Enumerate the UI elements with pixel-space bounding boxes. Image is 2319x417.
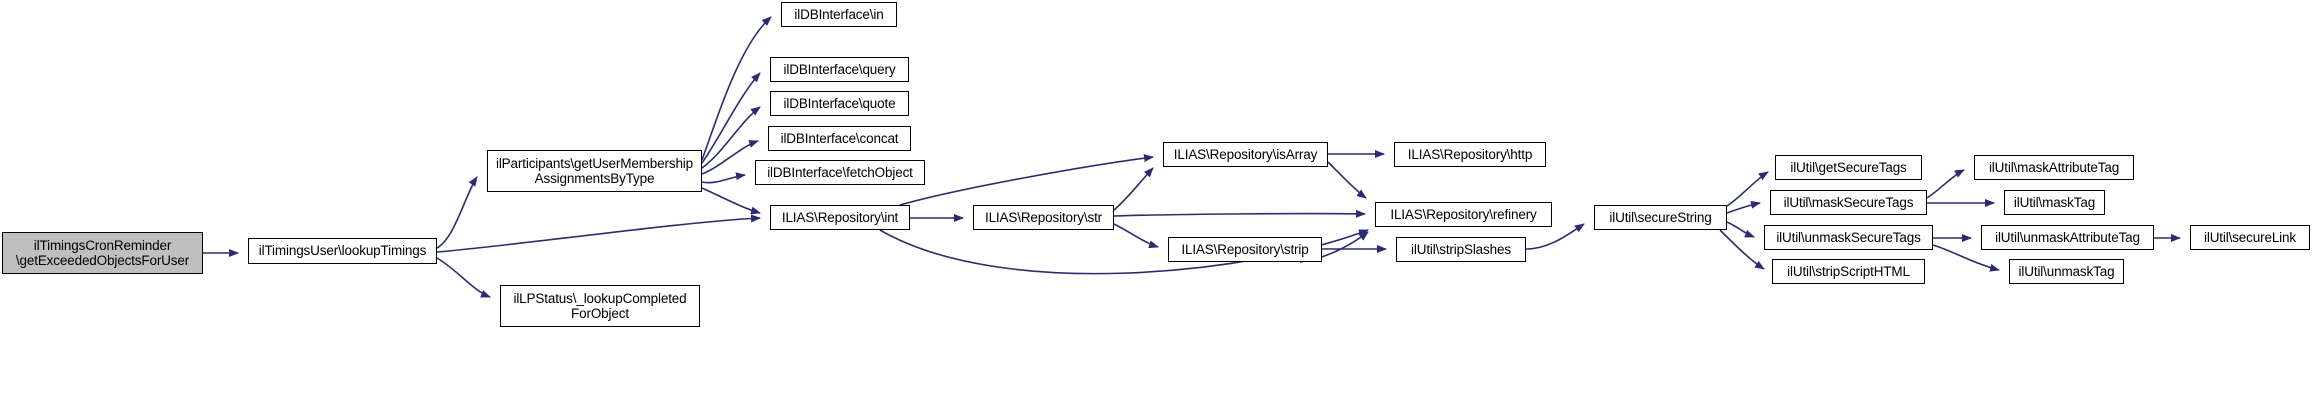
graph-node-label: ilUtil\unmaskAttributeTag [1995, 229, 2140, 245]
call-edge-n11-to-n13 [1327, 161, 1367, 199]
graph-node-label: ilDBInterface\concat [780, 130, 899, 146]
call-edge-n10-to-n14 [1113, 223, 1159, 249]
graph-node-label: ILIAS\Repository\http [1407, 146, 1533, 162]
graph-node-n8[interactable]: ilDBInterface\fetchObject [755, 160, 925, 185]
call-edge-n16-to-n20 [1719, 229, 1765, 270]
graph-node-label: ILIAS\Repository\str [984, 209, 1103, 225]
graph-node-n16[interactable]: ilUtil\secureString [1594, 205, 1727, 230]
graph-node-n21[interactable]: ilUtil\maskAttributeTag [1974, 155, 2134, 180]
graph-node-n4[interactable]: ilDBInterface\in [781, 2, 897, 27]
call-edge-n2-to-n6 [701, 106, 761, 169]
graph-node-label: ilDBInterface\query [783, 61, 896, 77]
graph-node-label: ilUtil\unmaskSecureTags [1776, 229, 1921, 245]
graph-node-label: ILIAS\Repository\strip [1181, 241, 1309, 257]
graph-node-n20[interactable]: ilUtil\stripScriptHTML [1772, 259, 1925, 284]
call-edge-n2-to-n4 [701, 16, 772, 161]
call-edge-n1-to-n3 [436, 257, 491, 298]
graph-node-n24[interactable]: ilUtil\unmaskTag [2009, 259, 2124, 284]
call-edge-n10-to-n11 [1113, 167, 1154, 211]
graph-node-label: ilTimingsUser\lookupTimings [258, 243, 427, 259]
graph-node-n11[interactable]: ILIAS\Repository\isArray [1163, 142, 1328, 167]
call-edge-n1-to-n9 [436, 214, 761, 253]
graph-node-n23[interactable]: ilUtil\unmaskAttributeTag [1981, 225, 2154, 250]
graph-node-label: ilUtil\stripScriptHTML [1787, 263, 1910, 279]
graph-node-n22[interactable]: ilUtil\maskTag [2004, 190, 2105, 215]
call-edge-n16-to-n18 [1726, 200, 1761, 214]
graph-node-label: ILIAS\Repository\refinery [1390, 206, 1537, 222]
graph-node-n2[interactable]: ilParticipants\getUserMembership Assignm… [487, 150, 702, 192]
graph-node-label: ilUtil\maskSecureTags [1783, 194, 1914, 210]
graph-node-n0[interactable]: ilTimingsCronReminder \getExceededObject… [2, 232, 203, 274]
call-edge-n16-to-n17 [1726, 171, 1769, 207]
graph-node-label: ILIAS\Repository\int [781, 209, 899, 225]
graph-node-n6[interactable]: ilDBInterface\quote [770, 91, 909, 116]
graph-node-n25[interactable]: ilUtil\secureLink [2190, 225, 2310, 250]
graph-node-n12[interactable]: ILIAS\Repository\http [1394, 142, 1546, 167]
graph-node-n7[interactable]: ilDBInterface\concat [768, 126, 911, 151]
graph-node-n18[interactable]: ilUtil\maskSecureTags [1770, 190, 1927, 215]
call-edge-n2-to-n9 [701, 187, 761, 215]
graph-node-label: ilUtil\unmaskTag [2018, 263, 2115, 279]
graph-node-label: ilDBInterface\fetchObject [767, 164, 913, 180]
graph-node-n3[interactable]: ilLPStatus\_lookupCompleted ForObject [500, 285, 700, 327]
call-edge-n16-to-n19 [1726, 221, 1755, 238]
graph-node-label: ilUtil\stripSlashes [1411, 241, 1511, 257]
graph-node-label: ilLPStatus\_lookupCompleted ForObject [513, 290, 687, 321]
graph-node-n15[interactable]: ilUtil\stripSlashes [1396, 237, 1526, 262]
call-edge-n2-to-n7 [701, 140, 759, 175]
graph-node-n5[interactable]: ilDBInterface\query [770, 57, 909, 82]
graph-node-label: ilTimingsCronReminder \getExceededObject… [15, 237, 190, 268]
call-edge-n2-to-n8 [701, 172, 746, 184]
graph-node-label: ilDBInterface\quote [783, 95, 896, 111]
graph-node-label: ILIAS\Repository\isArray [1173, 146, 1318, 162]
graph-node-label: ilUtil\secureString [1609, 209, 1712, 225]
graph-node-n14[interactable]: ILIAS\Repository\strip [1168, 237, 1322, 262]
graph-node-label: ilUtil\secureLink [2204, 229, 2296, 245]
graph-node-label: ilDBInterface\in [794, 6, 884, 22]
call-edge-n9-to-n11 [899, 154, 1154, 206]
graph-node-label: ilUtil\maskTag [2013, 194, 2096, 210]
call-edge-n15-to-n16 [1525, 223, 1585, 250]
graph-node-n10[interactable]: ILIAS\Repository\str [973, 205, 1114, 230]
call-edge-n1-to-n2 [436, 176, 478, 249]
graph-node-label: ilUtil\maskAttributeTag [1988, 159, 2120, 175]
call-edge-n10-to-n13 [1113, 209, 1366, 218]
call-edge-n2-to-n5 [701, 72, 761, 164]
graph-node-label: ilParticipants\getUserMembership Assignm… [495, 155, 694, 186]
graph-node-n9[interactable]: ILIAS\Repository\int [770, 205, 910, 230]
graph-node-n19[interactable]: ilUtil\unmaskSecureTags [1764, 225, 1933, 250]
graph-node-n1[interactable]: ilTimingsUser\lookupTimings [248, 238, 437, 264]
graph-node-label: ilUtil\getSecureTags [1790, 159, 1907, 175]
graph-node-n13[interactable]: ILIAS\Repository\refinery [1375, 202, 1552, 227]
graph-node-n17[interactable]: ilUtil\getSecureTags [1775, 155, 1922, 180]
call-edge-n18-to-n21 [1926, 169, 1965, 199]
